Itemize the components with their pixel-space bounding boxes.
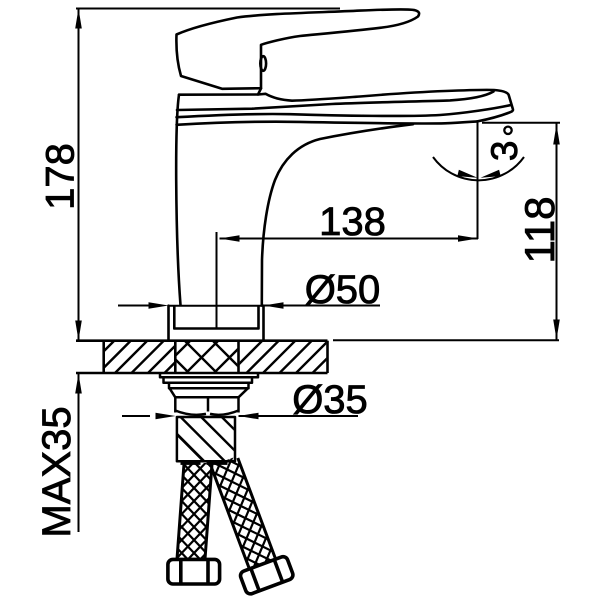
svg-text:118: 118: [516, 197, 563, 264]
svg-text:MAX35: MAX35: [35, 406, 79, 537]
svg-text:3: 3: [484, 141, 525, 162]
svg-text:138: 138: [319, 200, 386, 244]
svg-text:Ø50: Ø50: [305, 268, 381, 312]
svg-text:178: 178: [39, 143, 83, 210]
svg-text:Ø35: Ø35: [292, 378, 368, 422]
